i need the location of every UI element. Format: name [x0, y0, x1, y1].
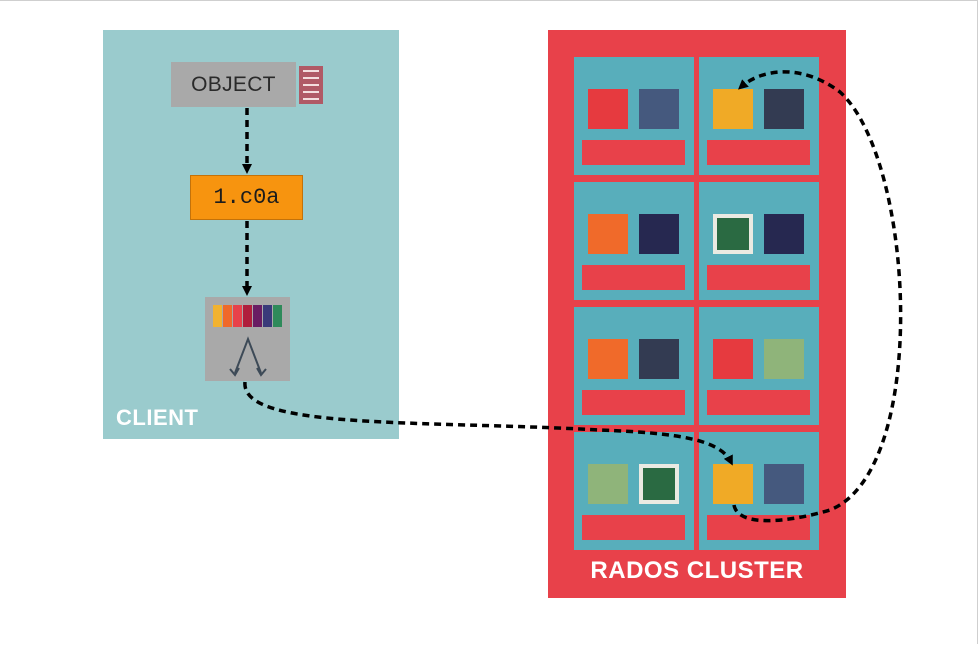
- host-bar: [582, 265, 685, 290]
- osd-disk: [639, 89, 679, 129]
- storage-host: [699, 57, 819, 175]
- osd-disk: [713, 89, 753, 129]
- osd-disk: [588, 339, 628, 379]
- host-bar: [582, 515, 685, 540]
- host-bar: [582, 390, 685, 415]
- object-label: OBJECT: [191, 72, 276, 96]
- crush-stripe: [243, 305, 252, 327]
- placement-group-label: 1.c0a: [213, 185, 280, 210]
- crush-color-stripes: [213, 305, 282, 327]
- host-bar: [582, 140, 685, 165]
- osd-disk: [588, 464, 628, 504]
- rados-cluster-label: RADOS CLUSTER: [590, 557, 804, 584]
- crush-stripe: [213, 305, 222, 327]
- object-box: OBJECT: [171, 62, 296, 107]
- arrow-crush-to-primary-osd: [243, 381, 733, 466]
- host-bar: [707, 140, 810, 165]
- osd-disk: [764, 339, 804, 379]
- host-bar: [707, 390, 810, 415]
- document-icon: [299, 66, 323, 104]
- crush-stripe: [223, 305, 232, 327]
- osd-disk: [764, 214, 804, 254]
- crush-stripe: [263, 305, 272, 327]
- osd-disk: [713, 214, 753, 254]
- arrow-replication: [732, 70, 903, 523]
- storage-host: [574, 307, 694, 425]
- client-label: CLIENT: [116, 405, 199, 430]
- storage-host: [574, 57, 694, 175]
- osd-disk: [639, 214, 679, 254]
- storage-host: [699, 182, 819, 300]
- host-bar: [707, 265, 810, 290]
- rados-cluster-panel: [548, 30, 846, 598]
- osd-disk: [764, 89, 804, 129]
- storage-host: [699, 307, 819, 425]
- crush-icon: [213, 305, 282, 377]
- osd-disk: [639, 339, 679, 379]
- osd-disk: [588, 89, 628, 129]
- crush-stripe: [253, 305, 262, 327]
- osd-disk: [713, 339, 753, 379]
- storage-host: [574, 182, 694, 300]
- osd-disk: [713, 464, 753, 504]
- placement-group-box: 1.c0a: [190, 175, 303, 220]
- crush-algorithm-box: [205, 297, 290, 381]
- osd-disk: [639, 464, 679, 504]
- osd-disk: [764, 464, 804, 504]
- crush-stripe: [233, 305, 242, 327]
- storage-host: [574, 432, 694, 550]
- osd-disk: [588, 214, 628, 254]
- crush-stripe: [273, 305, 282, 327]
